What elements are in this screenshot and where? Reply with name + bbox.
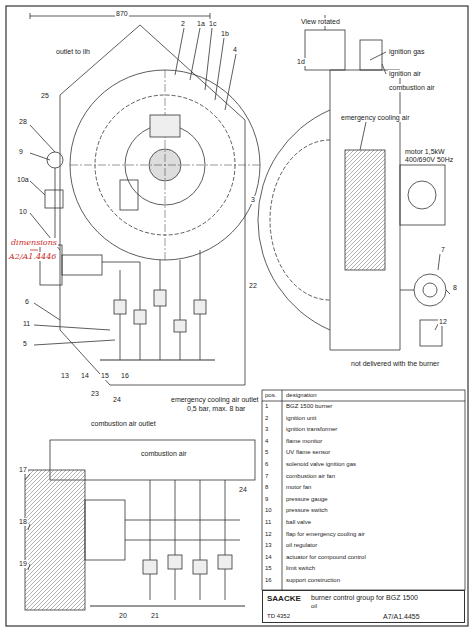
callout-number: 7 [440,246,446,254]
table-cell: 11 [264,519,272,526]
callout-number: 10 [18,208,28,216]
table-cell: 7 [264,473,269,480]
callout-number: 9 [18,148,24,156]
table-cell: actuator for compound control [285,554,367,561]
part-label: A2/A1.4446 [8,252,57,261]
callout-number: 15 [100,372,110,380]
callout-number: 18 [18,518,28,526]
table-cell: UV flame sensor [285,449,331,456]
callout-number: 870 [115,10,129,18]
company-name: SAACKE [267,595,301,604]
callout-number: 13 [60,372,70,380]
callout-number: 4 [232,46,238,54]
table-cell: 13 [264,542,273,549]
callout-number: 20 [118,612,128,620]
callout-number: 25 [40,92,50,100]
table-cell: designation [285,392,318,399]
table-cell: flame monitor [285,438,323,445]
callout-number: 2 [180,20,186,28]
part-label: emergency cooling air outlet [170,396,260,404]
callout-number: 6 [24,298,30,306]
title-text: burner control group for BGZ 1500 [311,594,418,602]
callout-number: 5 [22,340,28,348]
table-cell: solenoid valve ignition gas [285,461,357,468]
title-text: oil [311,603,317,610]
table-cell: combustion air fan [285,473,336,480]
table-cell: 6 [264,461,269,468]
table-cell: 9 [264,496,269,503]
table-cell: 5 [264,449,269,456]
callout-number: 1d [296,58,306,66]
callout-number: 1a [196,20,206,28]
part-label: combustion air [388,84,436,92]
callout-number: 17 [18,466,28,474]
part-label: ignition gas [388,48,425,56]
table-cell: motor fan [285,484,312,491]
callout-number: 28 [18,118,28,126]
callout-number: 24 [238,486,248,494]
table-cell: support construction [285,577,341,584]
table-cell: 10 [264,507,273,514]
part-label: combustion air outlet [90,420,157,428]
part-label: combustion air [140,450,188,458]
part-label: 400/690V 50Hz [404,156,454,164]
part-label: not delivered with the burner [350,360,440,368]
callout-number: 16 [120,372,130,380]
table-cell: flap for emergency cooling air [285,531,366,538]
part-label: View rotated [300,18,341,26]
callout-number: 24 [112,396,122,404]
part-label: ignition air [388,70,422,78]
callout-number: 23 [90,390,100,398]
table-cell: pressure gauge [285,496,329,503]
callout-number: 19 [18,560,28,568]
table-cell: limit switch [285,565,316,572]
table-cell: 16 [264,577,273,584]
table-cell: 8 [264,484,269,491]
table-cell: ball valve [285,519,312,526]
table-cell: 2 [264,415,269,422]
callout-number: 12 [438,318,448,326]
table-cell: BGZ 1500 burner [285,403,333,410]
part-label: motor 1,5kW [404,148,446,156]
table-cell: 12 [264,531,273,538]
part-label: 0,5 bar, max. 8 bar [186,405,246,413]
table-cell: pos. [264,392,277,399]
part-label: outlet to ilh [55,48,91,56]
callout-number: 14 [80,372,90,380]
table-cell: 14 [264,554,273,561]
table-cell: 4 [264,438,269,445]
callout-number: 8 [452,284,458,292]
callout-number: 21 [150,612,160,620]
table-cell: 1 [264,403,269,410]
callout-number: 22 [248,282,258,290]
callout-number: 1c [208,20,217,28]
table-cell: ignition transformer [285,426,338,433]
callout-number: 1b [220,30,230,38]
table-cell: 15 [264,565,273,572]
table-cell: pressure switch [285,507,329,514]
title-block: burner control group for BGZ 1500oil SAAC… [262,590,465,623]
callout-number: 10a [16,176,30,184]
callout-number: 11 [22,320,31,328]
table-cell: ignition unit [285,415,317,422]
callout-number: 3 [250,196,256,204]
drawing-number: A7/A1.4455 [383,613,420,621]
part-label: dimensions [10,238,58,247]
table-cell: 3 [264,426,269,433]
part-label: emergency cooling air [340,114,410,122]
table-cell: oil regulator [285,542,318,549]
title-text: TD 4352 [267,613,290,620]
